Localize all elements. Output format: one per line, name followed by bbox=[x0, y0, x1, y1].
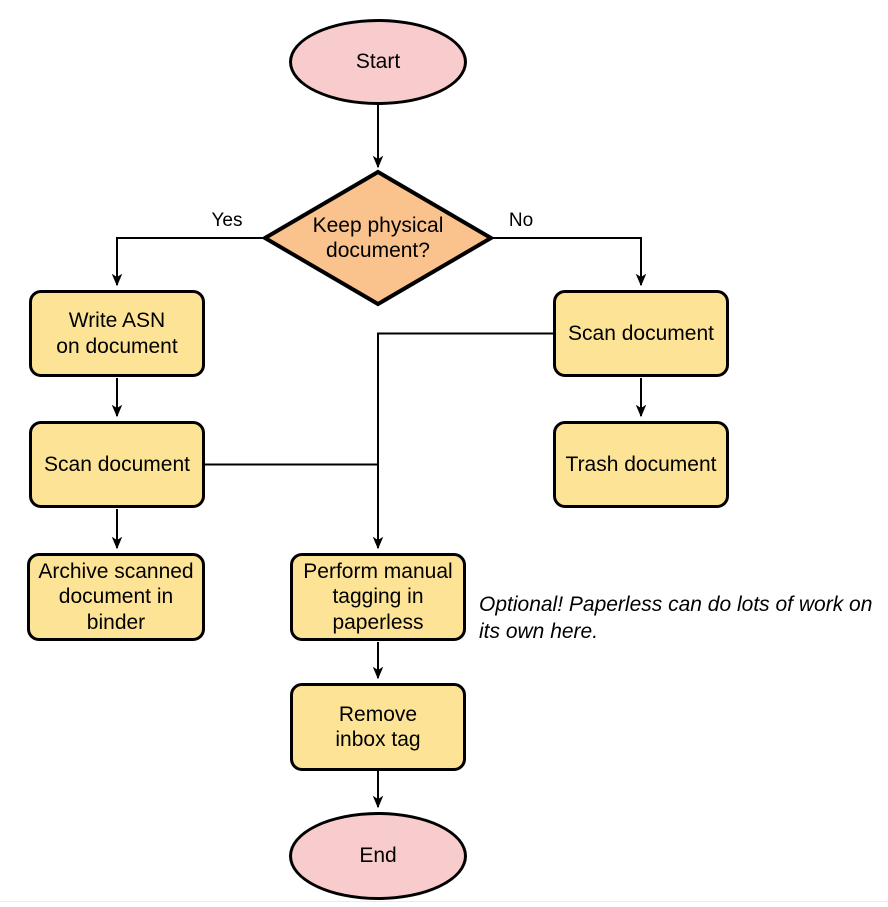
process-tagging-label: Perform manual tagging in paperless bbox=[303, 560, 453, 634]
edge-scan-right-to-tagging bbox=[372, 332, 553, 550]
edge-label-no: No bbox=[508, 210, 534, 231]
process-trash-document: Trash document bbox=[553, 421, 729, 508]
decision-label: Keep physical document? bbox=[312, 213, 444, 262]
end-terminator: End bbox=[289, 812, 467, 900]
bottom-divider bbox=[0, 901, 888, 902]
edge-decision-no-to-scan-right bbox=[491, 237, 647, 287]
process-archive-scanned-document: Archive scanned document in binder bbox=[27, 553, 205, 641]
start-label: Start bbox=[355, 50, 401, 74]
process-scan-document-left: Scan document bbox=[29, 421, 205, 508]
process-scan-left-label: Scan document bbox=[44, 452, 190, 476]
process-write-asn-label: Write ASN on document bbox=[56, 309, 178, 358]
decision-diamond-shape bbox=[261, 169, 495, 307]
process-archive-label: Archive scanned document in binder bbox=[38, 560, 194, 634]
process-write-asn-on-document: Write ASN on document bbox=[29, 290, 205, 377]
edge-decision-yes-to-write-asn bbox=[111, 237, 265, 287]
edge-label-yes: Yes bbox=[211, 210, 243, 231]
process-remove-inbox-label: Remove inbox tag bbox=[335, 702, 421, 751]
process-trash-label: Trash document bbox=[565, 452, 717, 476]
process-manual-tagging: Perform manual tagging in paperless bbox=[290, 553, 466, 641]
end-label: End bbox=[359, 844, 397, 868]
process-scan-document-right: Scan document bbox=[553, 290, 729, 377]
annotation-optional-note: Optional! Paperless can do lots of work … bbox=[479, 593, 873, 643]
process-scan-right-label: Scan document bbox=[568, 321, 714, 345]
decision-keep-physical-document: Keep physical document? bbox=[278, 206, 478, 270]
start-terminator: Start bbox=[289, 19, 467, 105]
process-remove-inbox-tag: Remove inbox tag bbox=[290, 683, 466, 771]
